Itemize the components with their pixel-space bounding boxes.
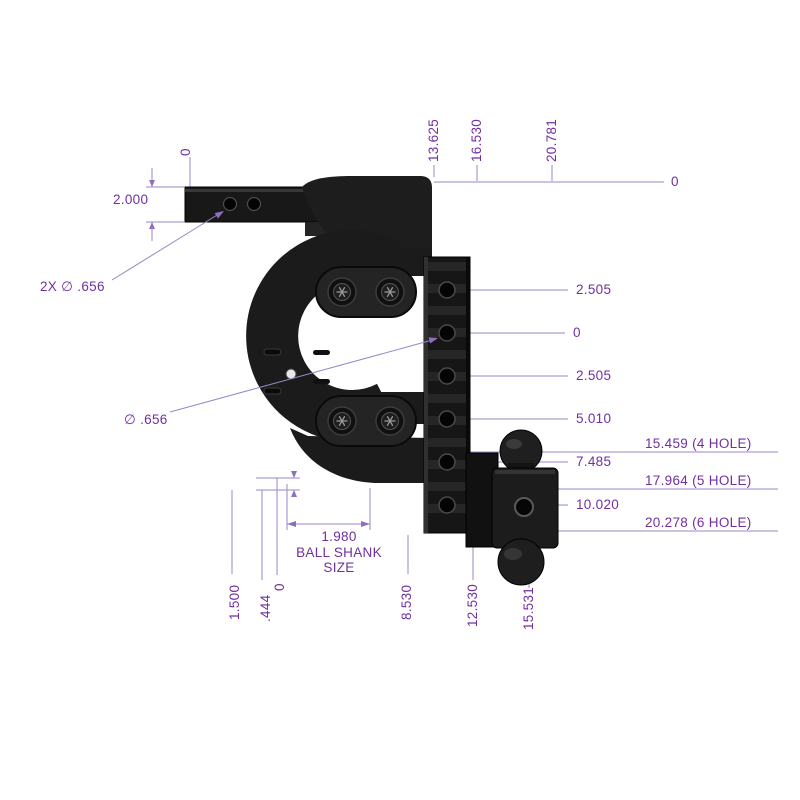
- dim-top-offset-2: 16.530: [469, 119, 484, 162]
- bottom-hitch-ball: [497, 538, 545, 586]
- rack-hole: [438, 367, 456, 385]
- dim-top-offset-3: 20.781: [544, 119, 559, 162]
- bolt-star-icon: [384, 416, 396, 426]
- dim-right-offset-2: 0: [573, 325, 581, 340]
- bolt-star-icon: [336, 287, 348, 297]
- adjustment-rack: [423, 256, 471, 534]
- rack-hole: [438, 281, 456, 299]
- dim-top-datum-right: 0: [671, 174, 679, 189]
- dim-bottom-offset-5: 12.530: [465, 584, 480, 627]
- pivot-bolt: [327, 406, 357, 436]
- pivot-bolt: [327, 277, 357, 307]
- rack-hole: [438, 453, 456, 471]
- dim-bottom-offset-4: 8.530: [399, 585, 414, 620]
- ball-shank-note-line1: BALL SHANK: [296, 545, 382, 560]
- plate-slot: [313, 379, 330, 384]
- dim-bottom-offset-2: .444: [258, 594, 273, 622]
- dim-ball-shank-value: 1.980: [321, 529, 356, 544]
- pivot-bolt: [375, 277, 405, 307]
- dim-top-datum-left: 0: [178, 148, 193, 156]
- dim-drop-option-4hole: 15.459 (4 HOLE): [645, 436, 752, 451]
- dim-bottom-offset-6: 15.531: [521, 587, 536, 630]
- leader-lines: [111, 211, 438, 413]
- dim-right-offset-6: 10.020: [576, 497, 619, 512]
- dual-ball-mount: [465, 429, 559, 586]
- dim-shank-holes: 2X ∅ .656: [40, 279, 105, 294]
- dim-drop-option-5hole: 17.964 (5 HOLE): [645, 473, 752, 488]
- mount-pin-hole: [514, 497, 534, 517]
- dim-right-offset-4: 5.010: [576, 411, 611, 426]
- bolt-star-icon: [336, 416, 348, 426]
- dim-bottom-offset-3: 0: [272, 583, 287, 591]
- dim-rack-hole-dia: ∅ .656: [124, 412, 168, 427]
- bolt-star-icon: [384, 287, 396, 297]
- plate-slot: [263, 387, 282, 395]
- plate-slot: [313, 350, 330, 355]
- dim-right-offset-3: 2.505: [576, 368, 611, 383]
- rack-hole: [438, 496, 456, 514]
- hitch-drawing: [184, 176, 559, 586]
- pivot-bolt: [375, 406, 405, 436]
- dim-drop-option-6hole: 20.278 (6 HOLE): [645, 515, 752, 530]
- shank-hole: [222, 196, 238, 212]
- shank-hole: [246, 196, 262, 212]
- plate-slot: [263, 348, 282, 356]
- dim-right-offset-5: 7.485: [576, 454, 611, 469]
- rack-hole: [438, 324, 456, 342]
- dimension-labels: 2.000 2X ∅ .656 ∅ .656 0 0 13.625 16.530…: [40, 119, 752, 630]
- dim-bottom-offset-1: 1.500: [227, 585, 242, 620]
- dim-shank-height: 2.000: [113, 192, 148, 207]
- rack-hole: [438, 410, 456, 428]
- dim-right-offset-1: 2.505: [576, 282, 611, 297]
- ball-shank-note-line2: SIZE: [323, 560, 354, 575]
- dim-top-offset-1: 13.625: [426, 119, 441, 162]
